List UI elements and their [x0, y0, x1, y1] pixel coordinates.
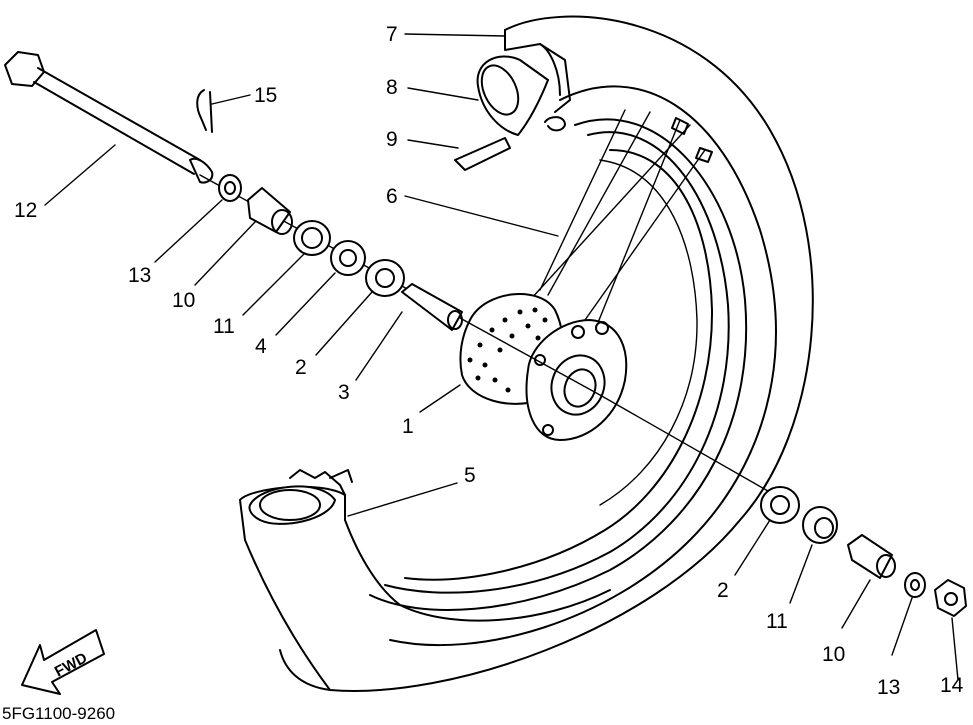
spacer-right [847, 534, 896, 579]
axle-centerline-right [599, 394, 776, 496]
fwd-arrow-icon: FWD [21, 629, 105, 695]
callout-5: 5 [464, 464, 476, 487]
callout-10-left: 10 [172, 289, 195, 312]
axle-nut [934, 579, 967, 617]
oil-seal-right [802, 506, 838, 544]
callout-9: 9 [386, 128, 398, 151]
hub [459, 293, 628, 441]
callout-3: 3 [338, 381, 350, 404]
collar-left [218, 174, 242, 202]
drawing-code: 5FG1100-9260 [2, 704, 115, 723]
rim-lock-icon [544, 116, 566, 132]
axle [4, 51, 214, 184]
callout-12: 12 [14, 199, 37, 222]
hub-holes [467, 307, 548, 393]
callout-2-left: 2 [295, 356, 307, 379]
tube [248, 469, 353, 525]
callout-13-right: 13 [877, 676, 900, 699]
callout-labels: 7 8 9 6 15 12 13 10 11 4 2 3 1 5 2 11 10… [14, 23, 964, 699]
callout-11-left: 11 [213, 315, 235, 338]
callout-11-right: 11 [766, 610, 788, 633]
callout-1: 1 [402, 415, 414, 438]
leader-lines [44, 33, 959, 681]
cotter-pin [196, 89, 213, 133]
callout-14: 14 [940, 674, 964, 697]
bearing-2-left [365, 259, 405, 297]
callout-7: 7 [386, 23, 398, 46]
callout-2-right: 2 [717, 579, 729, 602]
rim-band [454, 137, 511, 171]
spokes [529, 109, 713, 331]
spacer-left [247, 187, 293, 235]
spacer-3 [401, 283, 463, 331]
callout-8: 8 [386, 76, 398, 99]
callout-10-right: 10 [822, 643, 845, 666]
inner-tube [476, 55, 549, 136]
oil-seal-left [293, 220, 331, 256]
callout-15: 15 [254, 84, 277, 107]
rim [344, 118, 748, 622]
callout-6: 6 [386, 185, 398, 208]
bearing-2-right [760, 486, 800, 524]
collar-right [904, 572, 926, 598]
bearing-4 [330, 240, 366, 276]
callout-4: 4 [255, 335, 267, 358]
callout-13-left: 13 [128, 264, 151, 287]
